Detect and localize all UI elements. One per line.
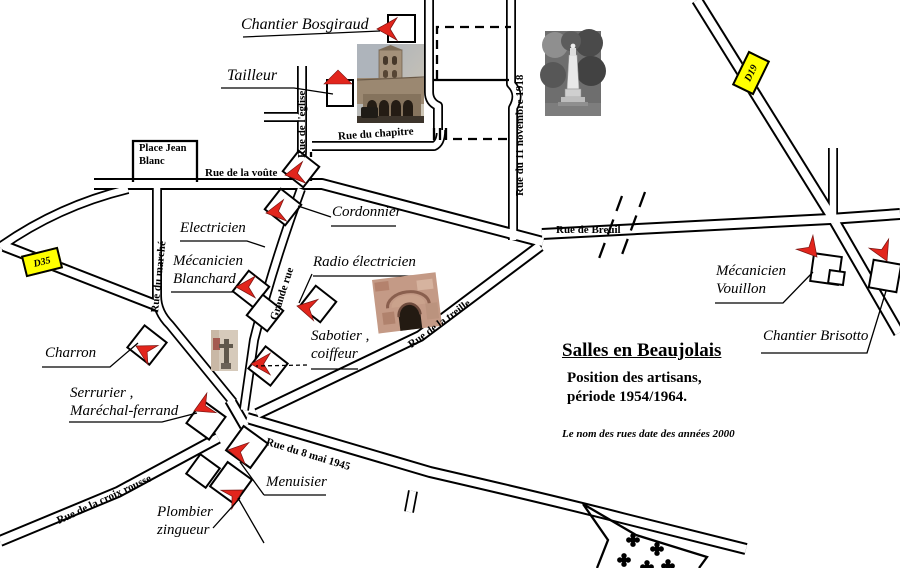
- label-mecanicien-blanchard: Mécanicien Blanchard: [173, 252, 243, 289]
- building-brisotto: [867, 258, 900, 294]
- tick-marks: [432, 128, 448, 140]
- label-blanchard-line1: Mécanicien: [173, 253, 243, 269]
- building-blanchard-2: [245, 293, 285, 333]
- map-subtitle-line2: période 1954/1964.: [567, 388, 687, 405]
- building-vouillon-2: [826, 268, 846, 287]
- building-menuisier: [224, 424, 270, 470]
- place-label-line1: Place Jean: [139, 143, 187, 154]
- building-plombier: [208, 460, 254, 506]
- label-tailleur: Tailleur: [227, 67, 278, 84]
- label-menuisier: Menuisier: [266, 474, 327, 490]
- building-charron: [125, 323, 169, 367]
- buildings: [125, 14, 900, 506]
- label-serrurier-line2: Maréchal-ferrand: [70, 403, 179, 420]
- photo-stone-doorway: [372, 272, 443, 334]
- label-electricien: Electricien: [180, 220, 246, 236]
- label-serrurier-marechal: Serrurier , Maréchal-ferrand: [70, 384, 178, 421]
- label-mecanicien-vouillon: Mécanicien Vouillon: [716, 262, 786, 299]
- label-serrurier-line1: Serrurier ,: [70, 385, 134, 401]
- tailleur-red-roof-marker: [323, 69, 353, 85]
- label-plombier-line2: zingueur: [157, 522, 210, 539]
- label-cordonnier: Cordonnier: [332, 204, 402, 220]
- breuil-crossing-dashes: [595, 191, 647, 265]
- map-note: Le nom des rues date des années 2000: [562, 428, 735, 440]
- label-vouillon-line1: Mécanicien: [716, 263, 786, 279]
- street-label-rue-de-la-voute: Rue de la voûte: [205, 167, 278, 179]
- label-vouillon-line2: Vouillon: [716, 281, 767, 298]
- label-charron: Charron: [45, 345, 97, 361]
- photo-church: [356, 44, 425, 123]
- photo-wall-cross: [211, 330, 238, 371]
- leader-lines: [42, 30, 887, 544]
- label-sabotier-line2: coiffeur: [311, 346, 358, 363]
- label-sabotier-coiffeur: Sabotier , coiffeur: [311, 327, 369, 364]
- label-radio-electricien: Radio électricien: [313, 254, 416, 270]
- cemetery-cross-icon: [640, 560, 654, 568]
- label-chantier-brisotto: Chantier Brisotto: [763, 328, 869, 344]
- place-label-line2: Blanc: [139, 156, 165, 168]
- cemetery-cross-icon: [617, 553, 631, 567]
- label-plombier-line1: Plombier: [157, 504, 213, 520]
- street-label-rue-de-leglise: Rue de l'église: [296, 90, 308, 158]
- building-sabotier: [246, 344, 290, 388]
- building-bosgiraud: [387, 14, 416, 43]
- map-title: Salles en Beaujolais: [562, 340, 722, 361]
- dashed-outlines: [131, 25, 647, 265]
- building-cordonnier: [281, 149, 321, 189]
- cemetery-cross-icon: [661, 559, 675, 568]
- place-jean-blanc-outline: [131, 139, 199, 182]
- label-sabotier-line1: Sabotier ,: [311, 328, 370, 344]
- label-chantier-bosgiraud: Chantier Bosgiraud: [241, 16, 369, 33]
- photo-war-memorial: [540, 29, 606, 116]
- street-label-rue-du-11-novembre-1918: Rue du 11 novembre 1918: [514, 74, 526, 196]
- building-junction: [184, 452, 222, 490]
- cemetery: [582, 503, 709, 568]
- place-jean-blanc-label: Place Jean Blanc: [139, 142, 187, 168]
- label-blanchard-line2: Blanchard: [173, 271, 236, 288]
- map-subtitle: Position des artisans, période 1954/1964…: [567, 369, 702, 407]
- label-plombier-zingueur: Plombier zingueur: [157, 503, 213, 540]
- street-label-rue-de-breuil: Rue de Breuil: [556, 224, 621, 236]
- map-subtitle-line1: Position des artisans,: [567, 370, 702, 386]
